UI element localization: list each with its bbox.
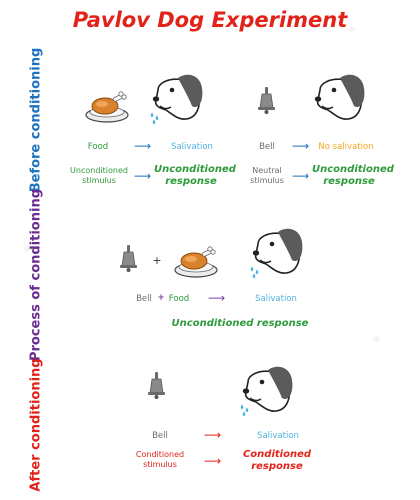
section-label-before: Before conditioning bbox=[28, 47, 44, 193]
section-label-process: Process of conditioning bbox=[28, 188, 44, 362]
food-label: Food bbox=[168, 294, 190, 304]
plus-sign: + bbox=[152, 254, 162, 267]
dog-head-icon bbox=[313, 74, 366, 120]
no-salivation-label: No salivation bbox=[318, 142, 374, 152]
unconditioned-response-label: Unconditioned response bbox=[171, 318, 309, 329]
food-label: Food bbox=[87, 142, 109, 152]
salivation-label: Salivation bbox=[255, 294, 297, 304]
saliva-drops-icon bbox=[150, 113, 159, 125]
arrow-right-icon: ⟶ bbox=[292, 139, 310, 153]
bell-icon bbox=[147, 371, 166, 400]
arrow-right-icon: ⟶ bbox=[134, 169, 152, 183]
bell-label: Bell bbox=[152, 431, 168, 441]
section-label-after: After conditioning bbox=[28, 358, 44, 492]
salivation-label: Salivation bbox=[257, 431, 299, 441]
salivation-label: Salivation bbox=[171, 142, 213, 152]
food-bowl-icon bbox=[174, 246, 218, 278]
saliva-drops-icon bbox=[240, 405, 249, 417]
bell-icon bbox=[257, 86, 276, 115]
arrow-right-icon: ⟶ bbox=[204, 428, 222, 442]
food-bowl-icon bbox=[85, 91, 129, 123]
bell-icon bbox=[119, 244, 138, 273]
arrow-right-icon: ⟶ bbox=[204, 454, 222, 468]
bell-label: Bell bbox=[136, 294, 152, 304]
plus-sign: + bbox=[157, 293, 165, 303]
arrow-right-icon: ⟶ bbox=[134, 139, 152, 153]
arrow-right-icon: ⟶ bbox=[208, 291, 226, 305]
saliva-drops-icon bbox=[250, 267, 259, 279]
page-title: Pavlov Dog Experiment bbox=[72, 8, 348, 32]
watermark: ✦ bbox=[370, 330, 383, 349]
bell-label: Bell bbox=[259, 142, 275, 152]
arrow-right-icon: ⟶ bbox=[292, 169, 310, 183]
